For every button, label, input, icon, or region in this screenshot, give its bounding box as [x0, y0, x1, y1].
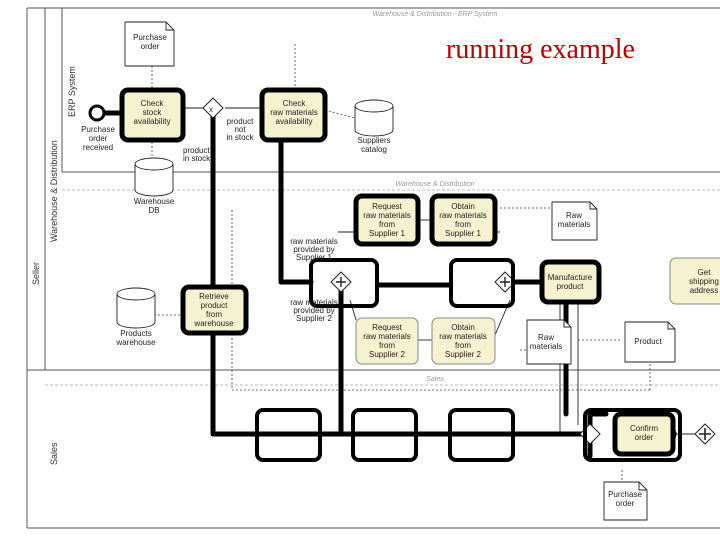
data-object-purchase-order-top	[124, 21, 175, 67]
pool-label-seller: Seller	[31, 262, 41, 285]
sublane-title-erp: Warehouse & Distribution - ERP System	[373, 11, 498, 18]
sublane-dividers	[45, 189, 720, 386]
data-store-suppliers-catalog	[354, 99, 394, 137]
data-object-raw-materials-1	[551, 201, 598, 241]
lane-label-erp: ERP System	[67, 66, 77, 117]
highlighted-path	[100, 110, 609, 459]
sublane-title-sales: Sales	[426, 376, 444, 383]
start-event	[88, 104, 106, 122]
svg-text:x: x	[209, 105, 213, 114]
gateway-stock-check: x	[202, 97, 224, 119]
data-object-purchase-order-bottom	[603, 481, 648, 521]
data-store-products-warehouse	[116, 287, 156, 329]
lane-label-warehouse: Warehouse & Distribution	[49, 140, 59, 242]
gateway-parallel-end	[694, 423, 716, 445]
slide-title: running example	[446, 34, 635, 65]
sublane-title-warehouse: Warehouse & Distribution	[395, 181, 474, 188]
lane-label-sales: Sales	[49, 442, 59, 465]
highlight-boxes	[255, 258, 682, 462]
data-store-warehouse-db	[134, 157, 174, 197]
data-object-raw-materials-2	[526, 319, 572, 365]
data-object-product	[624, 321, 676, 363]
gateway-supplier-split	[330, 271, 352, 293]
product-label: Product	[634, 337, 662, 346]
